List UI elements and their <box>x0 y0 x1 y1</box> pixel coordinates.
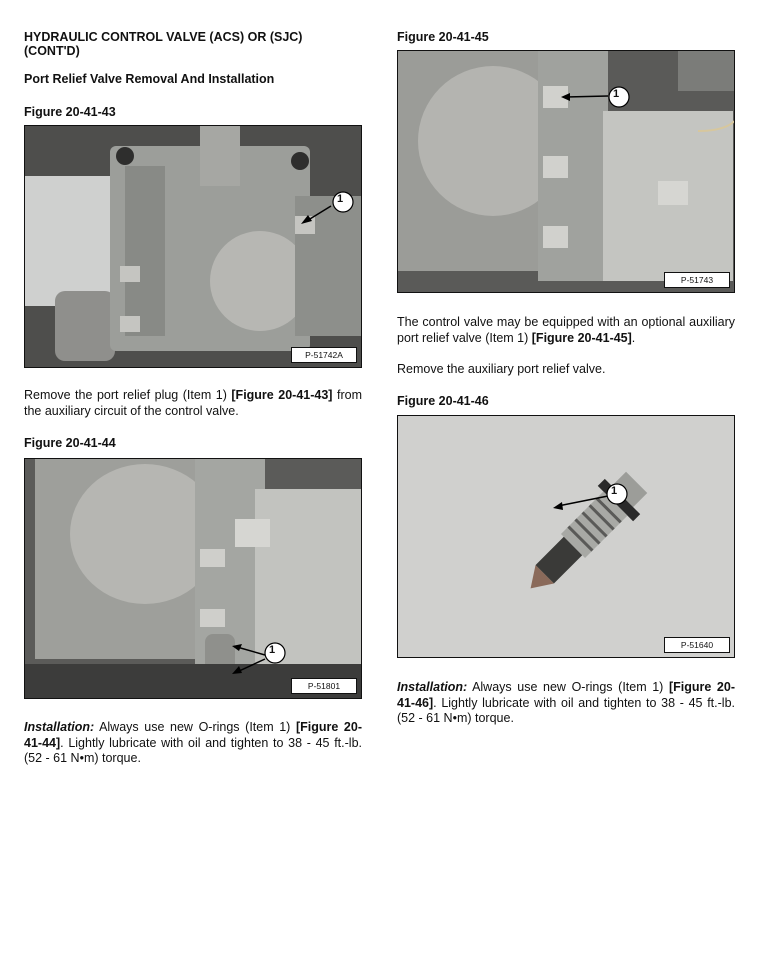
figure-43-code: P-51742A <box>291 347 357 363</box>
paragraph-remove-plug: Remove the port relief plug (Item 1) [Fi… <box>24 388 362 418</box>
figure-45-title: Figure 20-41-45 <box>397 30 489 44</box>
paragraph-optional-relief: The control valve may be equipped with a… <box>397 315 735 345</box>
figure-46-title: Figure 20-41-46 <box>397 394 489 408</box>
figure-44-title: Figure 20-41-44 <box>24 436 116 450</box>
figure-43-photo: 1 P-51742A <box>24 125 362 368</box>
paragraph-installation-44: Installation: Always use new O-rings (It… <box>24 720 362 765</box>
figure-44-callout: 1 <box>269 644 276 656</box>
figure-43-reference: [Figure 20-41-43] <box>231 388 333 402</box>
paragraph-remove-relief: Remove the auxiliary port relief valve. <box>397 362 606 376</box>
figure-46-callout: 1 <box>611 485 618 497</box>
figure-44-code: P-51801 <box>291 678 357 694</box>
figure-45-callout: 1 <box>613 88 620 100</box>
paragraph-installation-46: Installation: Always use new O-rings (It… <box>397 680 735 725</box>
figure-44-photo: 1 P-51801 <box>24 458 362 699</box>
figure-46-reference: [Figure 20-41-46] <box>397 680 735 710</box>
figure-43-callout: 1 <box>337 193 344 205</box>
figure-45-photo: 1 P-51743 <box>397 50 735 293</box>
figure-45-code: P-51743 <box>664 272 730 288</box>
figure-46-photo: 1 P-51640 <box>397 415 735 658</box>
figure-44-reference: [Figure 20-41-44] <box>24 720 362 750</box>
page-heading-line2: (CONT'D) <box>24 44 80 58</box>
page-heading-line1: HYDRAULIC CONTROL VALVE (ACS) OR (SJC) <box>24 30 303 44</box>
page-heading: HYDRAULIC CONTROL VALVE (ACS) OR (SJC) (… <box>24 30 302 58</box>
section-title: Port Relief Valve Removal And Installati… <box>24 72 275 86</box>
figure-45-reference: [Figure 20-41-45] <box>531 330 632 345</box>
figure-46-code: P-51640 <box>664 637 730 653</box>
figure-43-title: Figure 20-41-43 <box>24 105 116 119</box>
